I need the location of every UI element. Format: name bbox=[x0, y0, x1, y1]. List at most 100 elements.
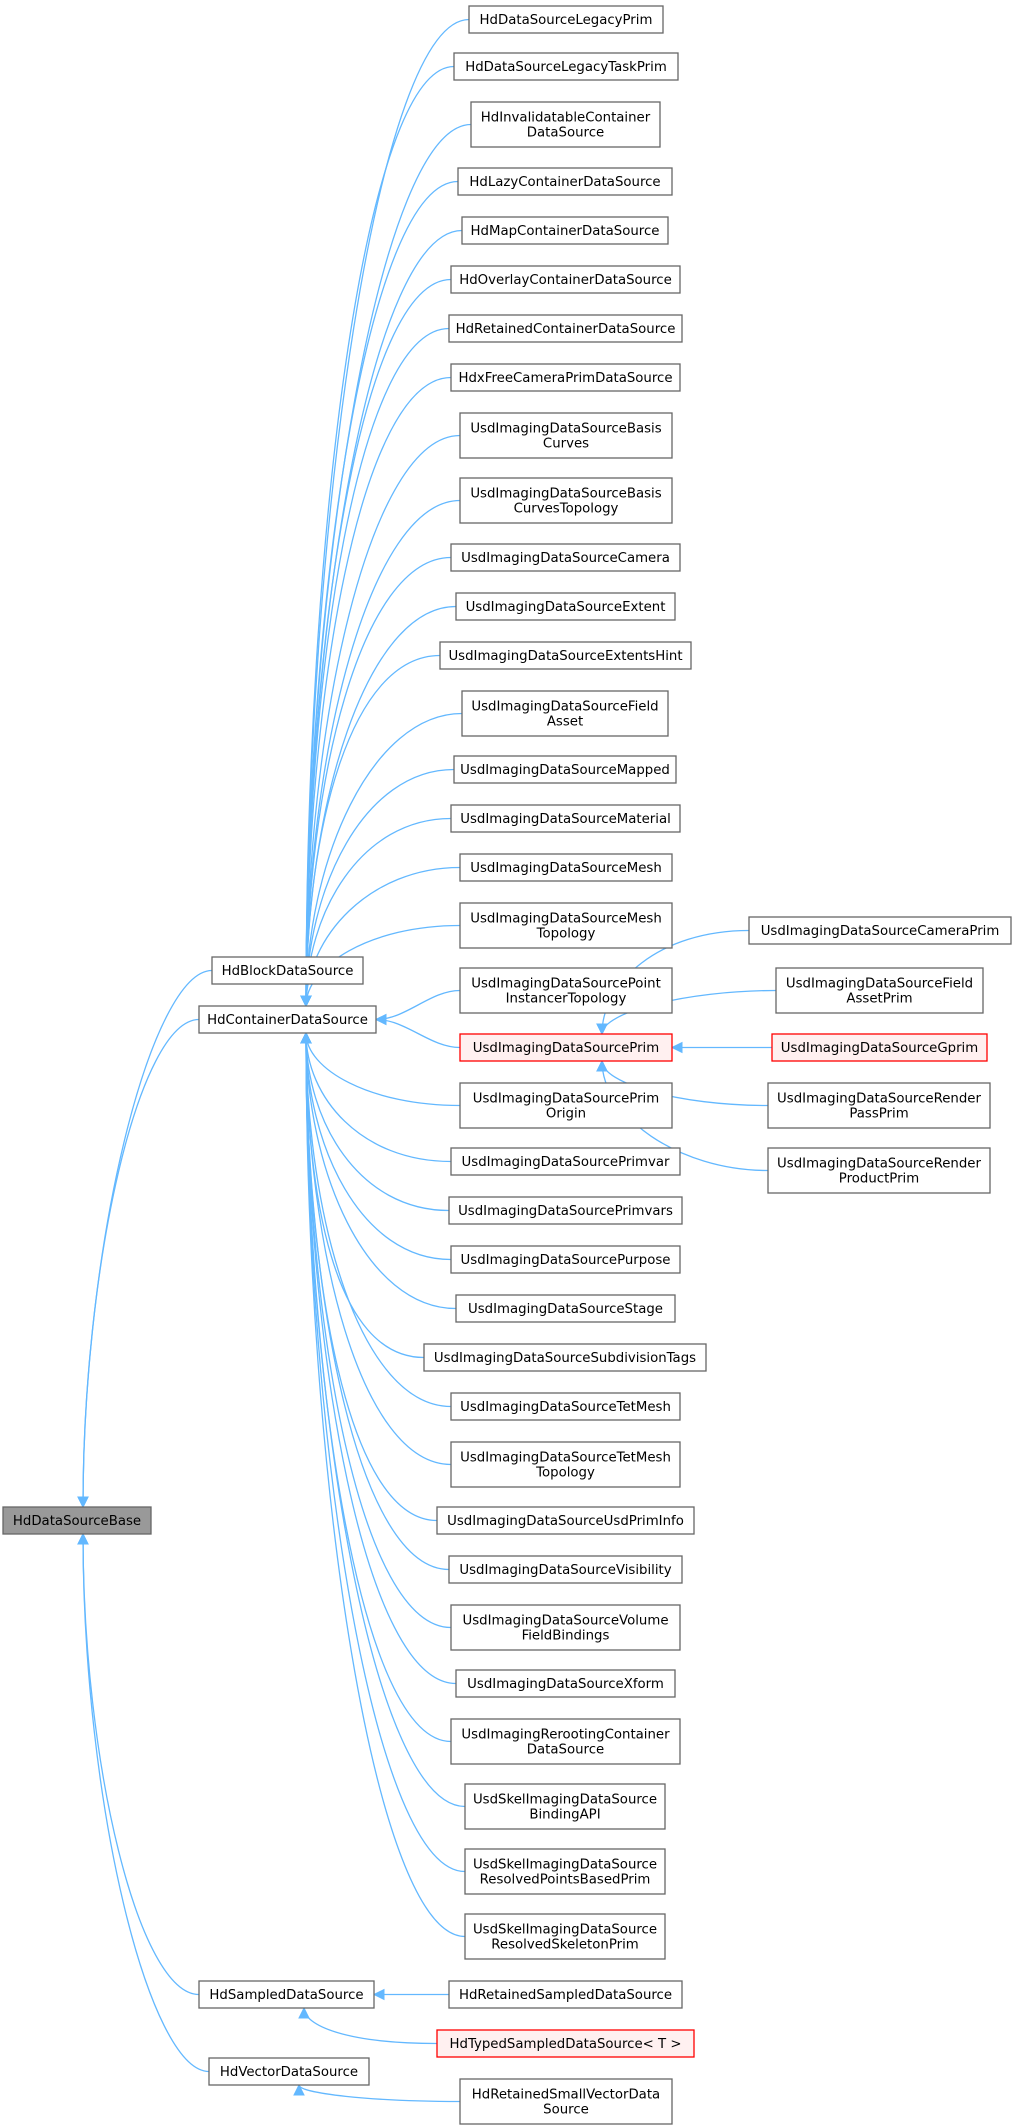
class-node-p3[interactable]: UsdImagingDataSourceGprim bbox=[771, 1033, 988, 1062]
class-box bbox=[450, 1392, 681, 1421]
class-node-c11[interactable]: UsdImagingDataSourceCamera bbox=[450, 543, 681, 572]
class-name-text: UsdImagingDataSourcePrimvar bbox=[462, 1155, 670, 1170]
class-box bbox=[464, 1783, 666, 1830]
class-node-p1[interactable]: UsdImagingDataSourceCameraPrim bbox=[748, 916, 1012, 945]
class-box bbox=[198, 1980, 375, 2009]
class-node-c19[interactable]: UsdImagingDataSourcePointInstancerTopolo… bbox=[459, 967, 673, 1014]
class-node-c5[interactable]: HdMapContainerDataSource bbox=[461, 216, 669, 245]
class-name-text: HdLazyContainerDataSource bbox=[469, 175, 660, 190]
class-name-text: HdOverlayContainerDataSource bbox=[459, 273, 672, 288]
arrowhead bbox=[293, 2083, 305, 2096]
class-node-c1[interactable]: HdDataSourceLegacyPrim bbox=[468, 5, 664, 34]
class-node-c24[interactable]: UsdImagingDataSourcePurpose bbox=[450, 1245, 681, 1274]
class-node-c4[interactable]: HdLazyContainerDataSource bbox=[457, 167, 673, 196]
class-node-c32[interactable]: UsdImagingDataSourceXform bbox=[455, 1669, 676, 1698]
inheritance-edge bbox=[305, 1032, 452, 1743]
edges-layer bbox=[77, 18, 777, 2103]
class-node-c30[interactable]: UsdImagingDataSourceVisibility bbox=[448, 1555, 683, 1584]
class-node-c22[interactable]: UsdImagingDataSourcePrimvar bbox=[450, 1147, 681, 1176]
class-node-vector[interactable]: HdVectorDataSource bbox=[208, 2057, 370, 2086]
class-name-text: ResolvedSkeletonPrim bbox=[491, 1938, 638, 1953]
class-name-text: ResolvedPointsBasedPrim bbox=[480, 1873, 651, 1888]
class-node-c6[interactable]: HdOverlayContainerDataSource bbox=[450, 265, 681, 294]
class-name-text: UsdImagingDataSourceGprim bbox=[781, 1041, 978, 1056]
class-name-text: UsdImagingDataSourceRender bbox=[777, 1092, 981, 1107]
class-box bbox=[461, 690, 669, 737]
class-node-sampled[interactable]: HdSampledDataSource bbox=[198, 1980, 375, 2009]
class-name-text: Topology bbox=[535, 1466, 595, 1481]
inheritance-edge bbox=[305, 180, 459, 1007]
class-name-text: UsdImagingDataSourceStage bbox=[468, 1302, 663, 1317]
class-name-text: HdDataSourceBase bbox=[13, 1514, 141, 1529]
class-box bbox=[448, 1555, 683, 1584]
class-name-text: HdVectorDataSource bbox=[220, 2065, 358, 2080]
class-node-c13[interactable]: UsdImagingDataSourceExtentsHint bbox=[439, 641, 692, 670]
class-node-c12[interactable]: UsdImagingDataSourceExtent bbox=[455, 592, 676, 621]
inheritance-edge bbox=[601, 929, 750, 1035]
class-node-c8[interactable]: HdxFreeCameraPrimDataSource bbox=[450, 363, 681, 392]
class-node-s1[interactable]: HdRetainedSampledDataSource bbox=[448, 1980, 683, 2009]
class-box bbox=[470, 101, 661, 148]
class-box bbox=[767, 1147, 991, 1194]
arrowhead bbox=[298, 2006, 310, 2019]
inheritance-edge bbox=[305, 712, 463, 1007]
class-node-c17[interactable]: UsdImagingDataSourceMesh bbox=[459, 853, 673, 882]
arrowhead bbox=[372, 1988, 385, 2001]
class-node-container[interactable]: HdContainerDataSource bbox=[198, 1005, 377, 1034]
arrowhead bbox=[300, 995, 312, 1008]
class-node-c35[interactable]: UsdSkelImagingDataSourceResolvedPointsBa… bbox=[464, 1848, 666, 1895]
class-node-c29[interactable]: UsdImagingDataSourceUsdPrimInfo bbox=[436, 1506, 695, 1535]
class-box bbox=[459, 967, 673, 1014]
inheritance-edge bbox=[82, 1018, 200, 1508]
class-node-base[interactable]: HdDataSourceBase bbox=[2, 1506, 152, 1535]
class-name-text: AssetPrim bbox=[846, 992, 912, 1007]
inheritance-edge bbox=[305, 1032, 466, 1938]
class-name-text: HdBlockDataSource bbox=[222, 964, 354, 979]
inheritance-edge bbox=[305, 1032, 450, 1571]
class-name-text: CurvesTopology bbox=[514, 502, 619, 517]
class-node-c7[interactable]: HdRetainedContainerDataSource bbox=[448, 314, 683, 343]
class-box bbox=[459, 477, 673, 524]
class-node-block[interactable]: HdBlockDataSource bbox=[211, 956, 364, 985]
class-node-c2[interactable]: HdDataSourceLegacyTaskPrim bbox=[453, 52, 679, 81]
class-node-prim[interactable]: UsdImagingDataSourcePrim bbox=[459, 1033, 673, 1062]
class-node-s2[interactable]: HdTypedSampledDataSource< T > bbox=[436, 2029, 695, 2058]
class-node-c23[interactable]: UsdImagingDataSourcePrimvars bbox=[448, 1196, 683, 1225]
class-node-c27[interactable]: UsdImagingDataSourceTetMesh bbox=[450, 1392, 681, 1421]
class-name-text: Source bbox=[543, 2103, 589, 2118]
class-box bbox=[450, 804, 681, 833]
class-node-c36[interactable]: UsdSkelImagingDataSourceResolvedSkeleton… bbox=[464, 1913, 666, 1960]
class-node-c26[interactable]: UsdImagingDataSourceSubdivisionTags bbox=[423, 1343, 707, 1372]
class-box bbox=[450, 1604, 681, 1651]
class-node-c25[interactable]: UsdImagingDataSourceStage bbox=[455, 1294, 676, 1323]
class-name-text: UsdSkelImagingDataSource bbox=[473, 1858, 657, 1873]
class-node-c16[interactable]: UsdImagingDataSourceMaterial bbox=[450, 804, 681, 833]
class-box bbox=[459, 853, 673, 882]
inheritance-edge bbox=[305, 556, 452, 1007]
class-name-text: UsdImagingDataSourceTetMesh bbox=[460, 1400, 671, 1415]
class-name-text: ProductPrim bbox=[839, 1172, 919, 1187]
class-box bbox=[459, 1033, 673, 1062]
class-node-c15[interactable]: UsdImagingDataSourceMapped bbox=[453, 755, 677, 784]
class-name-text: PassPrim bbox=[849, 1107, 908, 1122]
class-name-text: UsdImagingDataSourceField bbox=[786, 977, 973, 992]
class-box bbox=[771, 1033, 988, 1062]
class-box bbox=[459, 2078, 673, 2125]
class-name-text: UsdImagingDataSourceMesh bbox=[470, 861, 662, 876]
class-box bbox=[767, 1082, 991, 1129]
class-name-text: Curves bbox=[543, 437, 589, 452]
